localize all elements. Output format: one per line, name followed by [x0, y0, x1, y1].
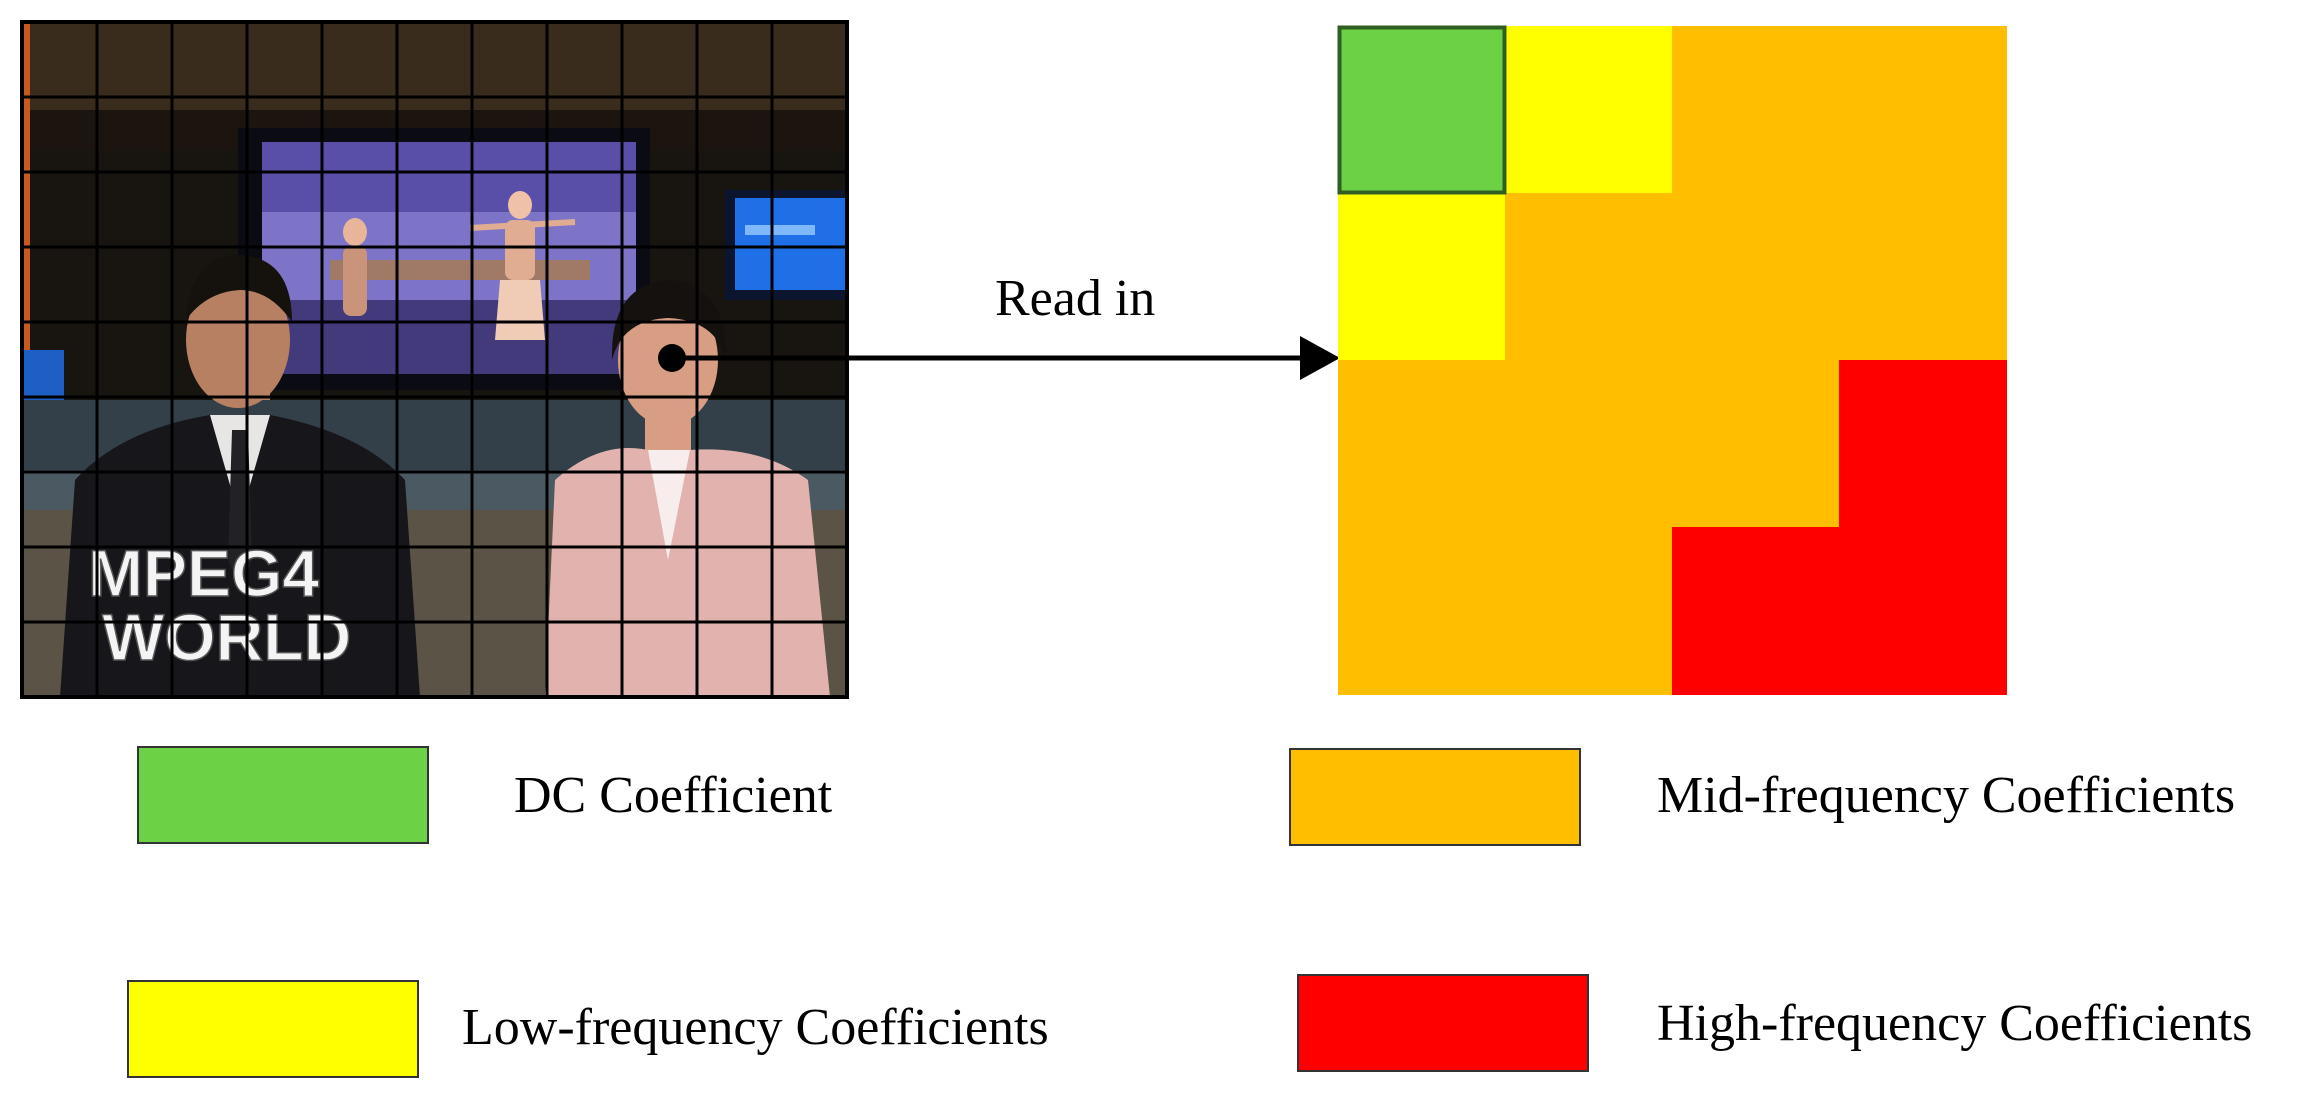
dct-coefficient-block [1337, 25, 2007, 695]
coefficient-cell-mid [1505, 527, 1673, 695]
legend-label-dc: DC Coefficient [514, 767, 833, 824]
coefficient-cell-dc [1338, 26, 1506, 194]
coefficient-cell-high [1839, 360, 2007, 528]
coefficient-cell-high [1839, 527, 2007, 695]
coefficient-cell-low [1338, 193, 1506, 361]
legend-item-low: Low-frequency Coefficients [127, 980, 1049, 1078]
coefficient-cell-mid [1839, 193, 2007, 361]
legend-item-dc: DC Coefficient [137, 746, 833, 844]
coefficient-cell-mid [1672, 26, 1840, 194]
legend-label-high: High-frequency Coefficients [1657, 995, 2252, 1052]
legend-swatch-high [1297, 974, 1589, 1072]
male-anchor [60, 255, 420, 697]
arrow-label: Read in [995, 270, 1155, 327]
coefficient-cell-mid [1839, 26, 2007, 194]
legend-swatch-dc [137, 746, 429, 844]
coefficient-cell-mid [1338, 527, 1506, 695]
legend-label-mid: Mid-frequency Coefficients [1657, 767, 2235, 824]
read-in-arrow: Read in [658, 270, 1340, 380]
arrow-head [1300, 336, 1340, 380]
coefficient-cell-mid [1338, 360, 1506, 528]
legend-swatch-low [127, 980, 419, 1078]
coefficient-cell-mid [1672, 193, 1840, 361]
legend-swatch-mid [1289, 748, 1581, 846]
legend-item-high: High-frequency Coefficients [1297, 974, 2252, 1072]
dc-cell-outline [1337, 25, 1507, 195]
coefficient-cell-mid [1505, 193, 1673, 361]
coefficient-cell-mid [1672, 360, 1840, 528]
overlay-text-line-2: WORLD [102, 600, 351, 674]
coefficient-cell-mid [1505, 360, 1673, 528]
coefficient-cell-high [1672, 527, 1840, 695]
legend-item-mid: Mid-frequency Coefficients [1289, 748, 2235, 846]
legend: DC Coefficient Mid-frequency Coefficient… [127, 746, 2252, 1078]
news-photo: MPEG4 WORLD [20, 20, 849, 699]
legend-label-low: Low-frequency Coefficients [462, 999, 1049, 1056]
coefficient-cell-low [1505, 26, 1673, 194]
block-grid [22, 22, 847, 697]
